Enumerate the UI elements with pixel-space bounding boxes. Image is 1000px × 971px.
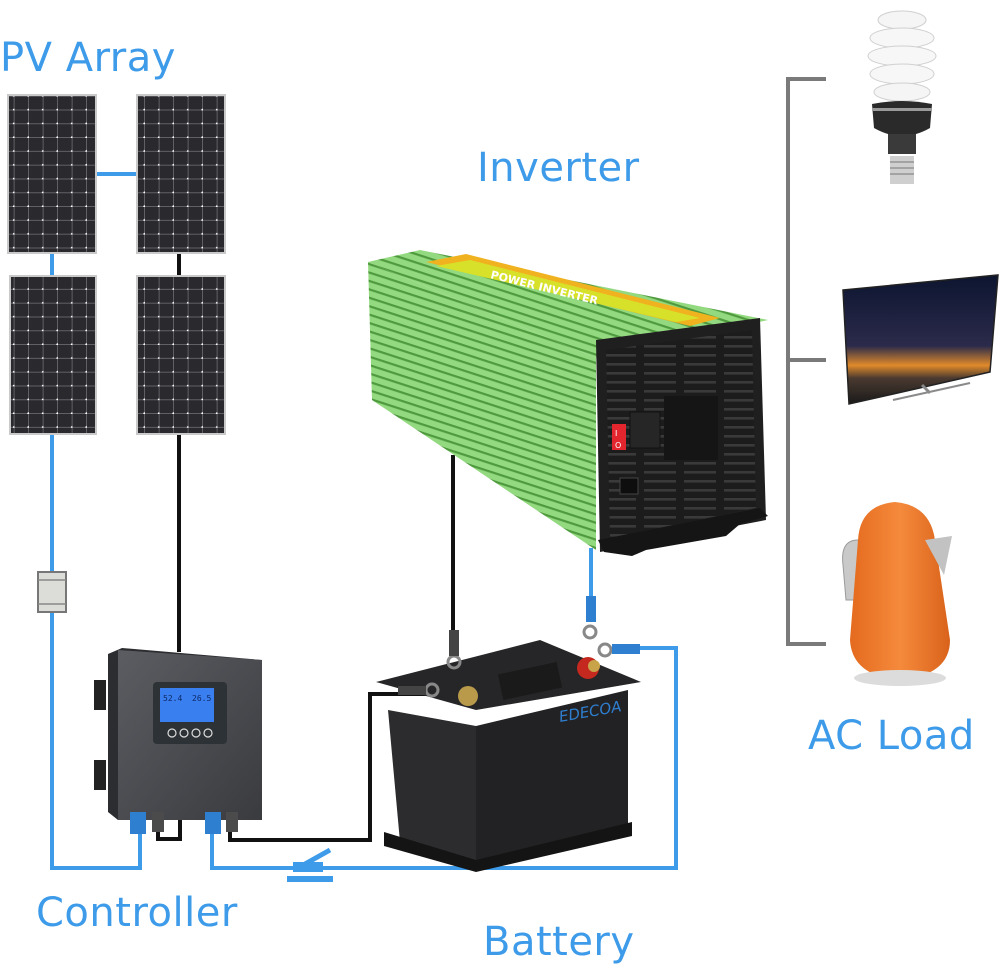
inverter-label: Inverter xyxy=(477,145,640,191)
controller-label: Controller xyxy=(36,890,238,936)
pv-positive-wire xyxy=(50,434,142,870)
ring-terminal xyxy=(582,624,598,640)
ring-terminal xyxy=(597,642,613,658)
solar-panel-icon xyxy=(136,94,226,254)
kettle-icon xyxy=(842,502,952,686)
charge-controller-icon: 52.4 26.5 xyxy=(94,648,262,834)
inverter-rj45-port xyxy=(619,477,639,495)
controller-button xyxy=(191,728,201,738)
battery-icon: EDECOA xyxy=(376,596,641,872)
battery-label: Battery xyxy=(483,919,635,965)
breaker-switch-icon xyxy=(287,847,333,882)
pv-array xyxy=(7,94,226,435)
controller-lcd xyxy=(160,688,214,722)
solar-panel-icon xyxy=(9,275,97,435)
tv-icon xyxy=(842,274,999,405)
controller-button xyxy=(179,728,189,738)
solar-panel-icon xyxy=(136,275,226,435)
battery-positive-wire xyxy=(210,646,678,870)
pv-array-label: PV Array xyxy=(0,35,176,81)
controller-button xyxy=(203,728,213,738)
controller-lcd-left: 52.4 xyxy=(163,694,182,703)
power-inverter-icon: POWER INVERTER I O xyxy=(368,250,768,556)
switch-off-glyph: O xyxy=(615,441,621,450)
controller-button xyxy=(167,728,177,738)
fuse-icon xyxy=(37,571,67,613)
switch-on-glyph: I xyxy=(615,429,617,438)
ac-load-label: AC Load xyxy=(808,713,975,759)
battery-negative-wire xyxy=(228,692,430,842)
ac-load-bracket xyxy=(786,77,826,646)
controller-lcd-right: 26.5 xyxy=(192,694,211,703)
solar-panel-icon xyxy=(7,94,97,254)
inverter-power-switch xyxy=(612,424,626,450)
cfl-bulb-icon xyxy=(867,10,937,184)
